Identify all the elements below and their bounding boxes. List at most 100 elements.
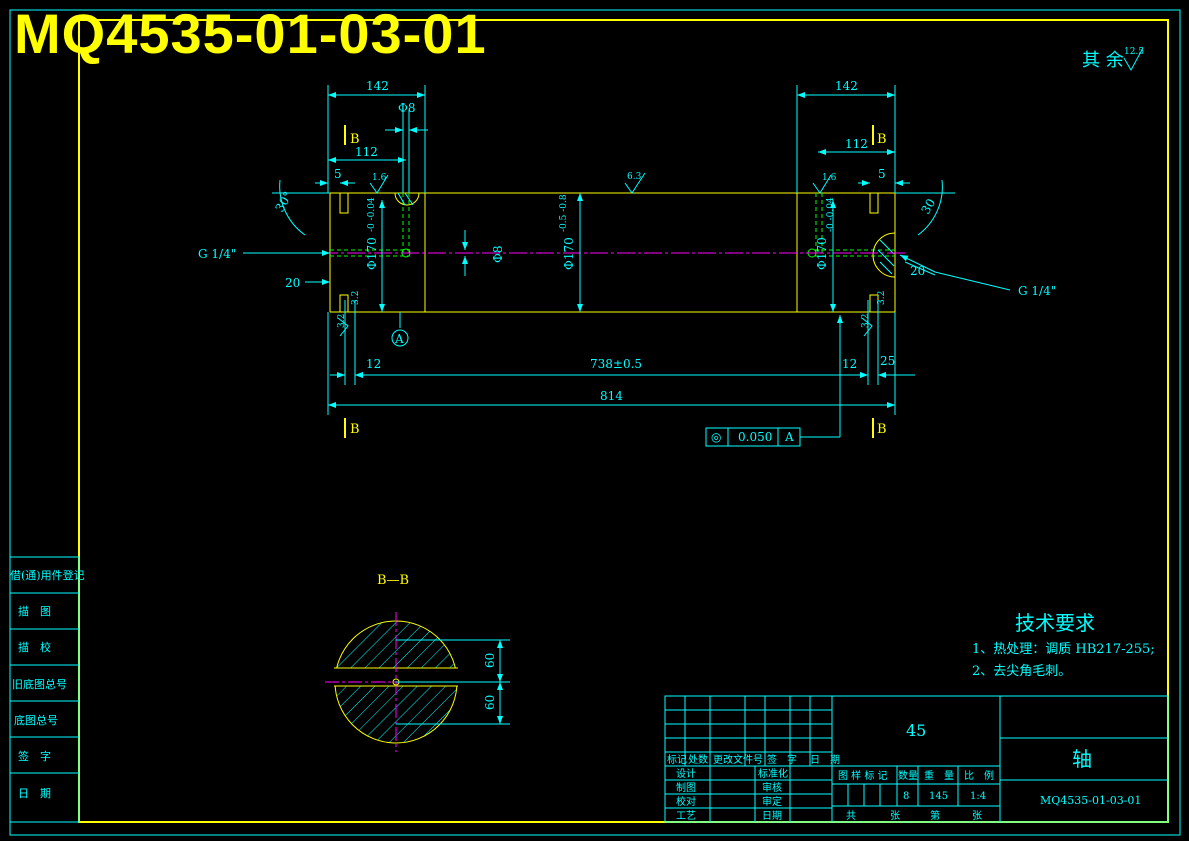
svg-text:142: 142 [835,79,858,93]
svg-text:12: 12 [842,357,857,371]
svg-text:更改文件号: 更改文件号 [713,753,763,766]
drilled-holes [330,193,895,257]
svg-text:张: 张 [972,810,982,822]
outer-border [9,9,1181,836]
section-cut-marks [344,125,874,438]
svg-text:-0 -0.04: -0 -0.04 [826,197,836,232]
svg-text:共: 共 [846,810,856,822]
svg-text:3.2: 3.2 [351,291,361,305]
svg-text:6.3: 6.3 [627,172,642,182]
svg-text:Φ8: Φ8 [491,246,505,263]
svg-text:工艺: 工艺 [676,810,696,822]
svg-text:G 1/4": G 1/4" [1018,284,1056,298]
svg-text:738±0.5: 738±0.5 [590,357,642,371]
svg-text:814: 814 [600,389,623,403]
svg-text:B: B [877,132,887,147]
svg-text:30: 30 [918,196,938,216]
svg-text:60: 60 [483,695,497,710]
svg-text:1.6: 1.6 [822,173,837,183]
svg-text:Φ170: Φ170 [562,237,576,270]
svg-text:-0.5 -0.8: -0.5 -0.8 [559,194,569,232]
svg-text:12: 12 [366,357,381,371]
svg-text:审定: 审定 [762,795,782,808]
svg-text:20: 20 [285,276,300,290]
roughness-note: 其 余 12.5 [1082,47,1144,72]
svg-text:日 期: 日 期 [810,754,840,766]
svg-text:处数: 处数 [688,753,708,766]
svg-text:B: B [350,132,360,147]
svg-text:112: 112 [355,145,378,159]
svg-text:1:4: 1:4 [970,791,986,802]
svg-text:B: B [350,422,360,437]
svg-text:日 期: 日 期 [18,787,51,800]
side-table-labels: 借(通)用件登记 描 图 描 校 旧底图总号 底图总号 签 字 日 期 [10,568,85,800]
svg-text:Φ8: Φ8 [398,101,415,115]
section-label: B—B [377,573,409,588]
svg-text:5: 5 [334,167,342,181]
svg-text:设计: 设计 [676,767,696,780]
svg-text:数量: 数量 [898,769,918,782]
svg-text:签 字: 签 字 [767,753,797,766]
top-left-arc [394,192,420,206]
title-block-text: 45 轴 MQ4535-01-03-01 标记 处数 更改文件号 签 字 日 期… [667,721,1141,822]
svg-text:1.6: 1.6 [372,173,387,183]
svg-text:MQ4535-01-03-01: MQ4535-01-03-01 [1040,794,1141,807]
svg-text:标记: 标记 [667,754,687,766]
svg-text:比 例: 比 例 [964,769,994,782]
svg-text:校对: 校对 [676,795,696,808]
svg-text:日期: 日期 [762,810,782,822]
svg-text:112: 112 [845,137,868,151]
svg-text:张: 张 [890,810,900,822]
svg-text:8: 8 [903,791,909,802]
svg-text:底图总号: 底图总号 [14,713,58,727]
drawing-number-title: MQ4535-01-03-01 [14,2,487,65]
svg-text:图 样 标 记: 图 样 标 记 [838,769,888,782]
tech-requirements: 技术要求 1、热处理：调质 HB217-255; 2、去尖角毛刺。 [972,611,1155,679]
front-dim-labels: 142 142 Φ8 112 112 5 5 30° 30 20 20 Φ8 Φ… [198,79,1056,403]
title-block-grid [664,695,1169,823]
svg-text:25: 25 [880,354,895,368]
svg-text:3.2: 3.2 [861,314,871,328]
svg-text:审核: 审核 [762,781,782,794]
front-dimensions [243,85,1011,438]
svg-text:第: 第 [930,809,940,822]
svg-text:旧底图总号: 旧底图总号 [12,677,67,691]
svg-text:0.050: 0.050 [738,430,772,444]
svg-text:描 校: 描 校 [18,640,51,654]
svg-text:轴: 轴 [1072,747,1092,771]
svg-text:签 字: 签 字 [18,749,51,763]
svg-text:借(通)用件登记: 借(通)用件登记 [10,568,85,582]
side-table [9,556,80,823]
svg-text:5: 5 [878,167,886,181]
svg-text:145: 145 [929,791,948,802]
section-view: 60 60 [325,612,510,752]
svg-text:-0 -0.04: -0 -0.04 [367,197,377,232]
inner-frame [78,19,1169,823]
svg-text:其 余: 其 余 [1082,50,1124,71]
svg-text:2、去尖角毛刺。: 2、去尖角毛刺。 [972,664,1071,679]
svg-text:重 量: 重 量 [924,769,954,782]
section-letters: B B B B [350,132,887,437]
tolerance-frame: ◎ 0.050 A [705,427,801,447]
right-thread-hatch [877,239,895,275]
svg-text:Φ170: Φ170 [815,237,829,270]
svg-text:20: 20 [910,264,925,278]
svg-text:G 1/4": G 1/4" [198,247,236,261]
svg-text:1、热处理：调质 HB217-255;: 1、热处理：调质 HB217-255; [972,642,1155,657]
svg-text:12.5: 12.5 [1124,47,1144,57]
shaft-body [329,192,896,313]
svg-text:45: 45 [906,721,926,740]
svg-text:描 图: 描 图 [18,604,51,618]
svg-text:B: B [877,422,887,437]
svg-text:A: A [784,430,794,444]
svg-text:A: A [394,332,404,346]
svg-text:技术要求: 技术要求 [1015,611,1095,635]
svg-text:制图: 制图 [676,781,696,794]
top-left-arc-hatch [397,192,414,206]
svg-text:60: 60 [483,653,497,668]
svg-text:标准化: 标准化 [758,767,788,780]
svg-text:Φ170: Φ170 [365,237,379,270]
right-thread-arc [872,232,896,278]
svg-text:◎: ◎ [711,430,721,444]
